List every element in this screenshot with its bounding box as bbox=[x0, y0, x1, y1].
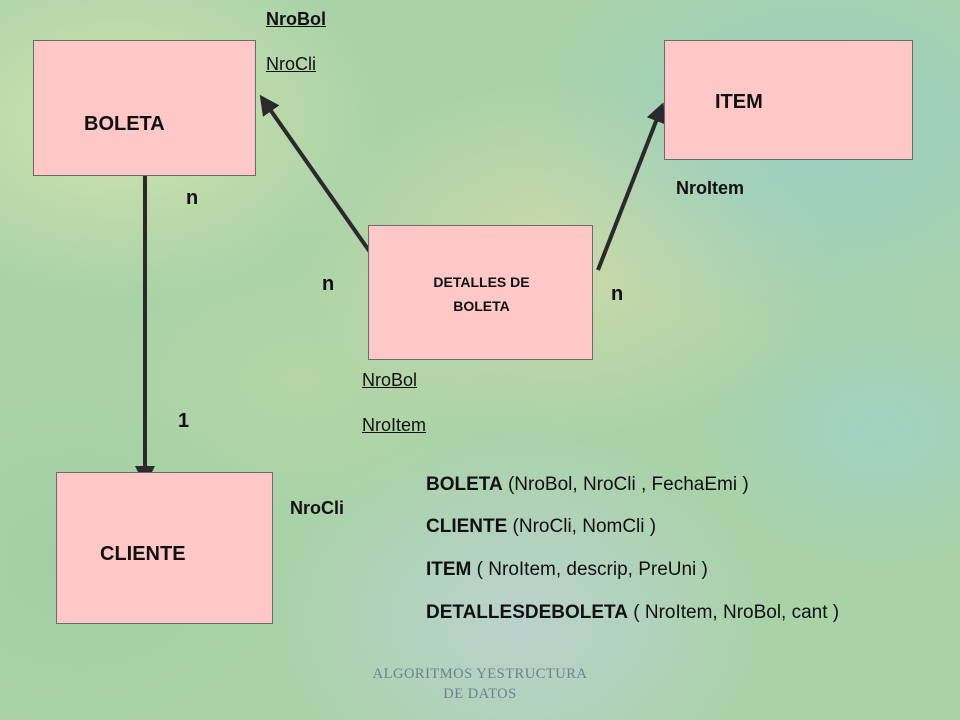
schema-entity-name: BOLETA bbox=[426, 474, 503, 495]
schema-line-cliente: CLIENTE (NroCli, NomCli ) bbox=[426, 516, 656, 538]
schema-entity-name: DETALLESDEBOLETA bbox=[426, 602, 628, 623]
entity-item-label: ITEM bbox=[715, 91, 763, 113]
boleta-fk-label: NroCli bbox=[266, 54, 317, 74]
cardinality-detalles-item: n bbox=[611, 283, 624, 305]
schema-line-detallesdeboleta: DETALLESDEBOLETA ( NroItem, NroBol, cant… bbox=[426, 602, 839, 624]
schema-attributes: (NroCli, NomCli ) bbox=[507, 516, 657, 537]
entity-item: ITEM bbox=[664, 40, 913, 160]
schema-attributes: ( NroItem, NroBol, cant ) bbox=[627, 602, 840, 623]
schema-line-boleta: BOLETA (NroBol, NroCli , FechaEmi ) bbox=[426, 474, 749, 496]
entity-cliente-label: CLIENTE bbox=[100, 543, 186, 565]
detalles-pk1-label: NroBol bbox=[362, 370, 418, 390]
schema-entity-name: CLIENTE bbox=[426, 516, 508, 537]
boleta-pk-label: NroBol bbox=[266, 9, 326, 29]
cardinality-boleta-side: n bbox=[186, 187, 199, 209]
entity-boleta-label: BOLETA bbox=[84, 113, 165, 135]
detalles-pk2-label: NroItem bbox=[362, 415, 427, 435]
cliente-key-label: NroCli bbox=[290, 498, 344, 518]
entity-boleta: BOLETA bbox=[33, 40, 256, 176]
entity-detalles-de-boleta: DETALLES DE BOLETA bbox=[368, 225, 593, 360]
footer-line2: DE DATOS bbox=[443, 686, 517, 702]
entity-detalles-label-line1: DETALLES DE bbox=[433, 274, 530, 290]
item-key-label: NroItem bbox=[676, 178, 745, 198]
entity-detalles-label: DETALLES DE BOLETA bbox=[369, 270, 594, 318]
schema-attributes: ( NroItem, descrip, PreUni ) bbox=[471, 559, 708, 580]
entity-cliente: CLIENTE bbox=[56, 472, 273, 624]
cardinality-cliente-side: 1 bbox=[178, 410, 190, 432]
arrow-detalles-to-item bbox=[596, 102, 666, 271]
schema-attributes: (NroBol, NroCli , FechaEmi ) bbox=[502, 474, 749, 495]
footer-course-title: ALGORITMOS YESTRUCTURA DE DATOS bbox=[330, 664, 630, 704]
cardinality-detalles-boleta: n bbox=[322, 273, 335, 295]
schema-line-item: ITEM ( NroItem, descrip, PreUni ) bbox=[426, 559, 708, 581]
footer-line1: ALGORITMOS YESTRUCTURA bbox=[372, 666, 588, 682]
entity-detalles-label-line2: BOLETA bbox=[453, 298, 510, 314]
arrow-detalles-to-boleta bbox=[259, 94, 372, 254]
schema-entity-name: ITEM bbox=[426, 559, 472, 580]
